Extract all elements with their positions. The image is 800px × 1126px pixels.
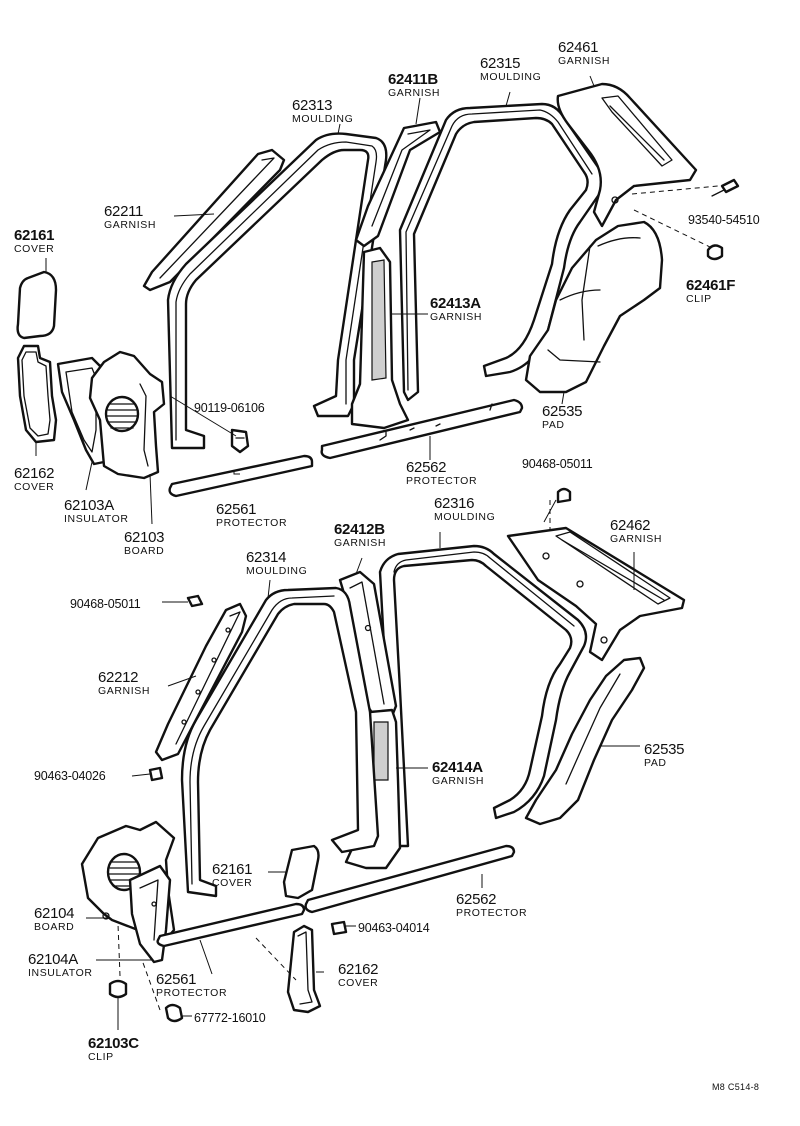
fastener-90463-04014-icon bbox=[330, 920, 348, 936]
label-62103c-number: 62103C bbox=[88, 1035, 139, 1052]
label-93540-54510: 93540-54510 bbox=[688, 213, 760, 227]
pad-62535-part bbox=[524, 220, 664, 394]
label-62413a-number: 62413A bbox=[430, 295, 481, 312]
label-62103a-desc: INSULATOR bbox=[64, 513, 129, 525]
label-62562-lower-desc: PROTECTOR bbox=[456, 907, 527, 919]
label-62161-number: 62161 bbox=[14, 227, 54, 244]
label-62535-lower-desc: PAD bbox=[644, 757, 667, 769]
moulding-62313-part bbox=[166, 132, 388, 450]
label-62562-upper-desc: PROTECTOR bbox=[406, 475, 477, 487]
label-67772-16010: 67772-16010 bbox=[194, 1011, 266, 1025]
label-62413a-desc: GARNISH bbox=[430, 311, 482, 323]
label-62161-lower-number: 62161 bbox=[212, 861, 252, 878]
label-62104-number: 62104 bbox=[34, 905, 74, 922]
board-62103-vent-icon bbox=[104, 395, 140, 433]
label-62461f-number: 62461F bbox=[686, 277, 735, 294]
label-62414a-number: 62414A bbox=[432, 759, 483, 776]
label-62313-number: 62313 bbox=[292, 97, 332, 114]
label-62461-desc: GARNISH bbox=[558, 55, 610, 67]
moulding-62314-part bbox=[180, 586, 380, 898]
garnish-62462-part bbox=[506, 526, 686, 662]
label-62162-number: 62162 bbox=[14, 465, 54, 482]
label-62104a-desc: INSULATOR bbox=[28, 967, 93, 979]
garnish-62211-part bbox=[142, 148, 286, 292]
fastener-90468-lower-icon bbox=[186, 594, 204, 608]
upper-labels: 62161 COVER 62162 COVER 62103A INSULATOR… bbox=[14, 39, 760, 557]
label-62535-upper-desc: PAD bbox=[542, 419, 565, 431]
protector-62561-part bbox=[168, 454, 314, 498]
label-62461f-desc: CLIP bbox=[686, 293, 712, 305]
label-62103c-desc: CLIP bbox=[88, 1051, 114, 1063]
label-62161-lower-desc: COVER bbox=[212, 877, 252, 889]
label-62562-lower-number: 62562 bbox=[456, 891, 496, 908]
label-62535-lower-number: 62535 bbox=[644, 741, 684, 758]
label-62411b-number: 62411B bbox=[388, 71, 438, 88]
label-62462-desc: GARNISH bbox=[610, 533, 662, 545]
label-90468-05011-left: 90468-05011 bbox=[70, 597, 141, 611]
label-62104-desc: BOARD bbox=[34, 921, 74, 933]
label-90119-06106: 90119-06106 bbox=[194, 401, 265, 415]
label-62211-number: 62211 bbox=[104, 203, 143, 220]
protector-62561-lower-part bbox=[156, 902, 306, 948]
clip-62461f-icon bbox=[706, 244, 724, 261]
label-62103-number: 62103 bbox=[124, 529, 164, 546]
label-62212-number: 62212 bbox=[98, 669, 138, 686]
label-62462-number: 62462 bbox=[610, 517, 650, 534]
fastener-90463-04026-icon bbox=[148, 766, 164, 782]
label-62315-number: 62315 bbox=[480, 55, 520, 72]
moulding-62316-part bbox=[378, 544, 588, 848]
label-62561-upper-number: 62561 bbox=[216, 501, 256, 518]
label-62212-desc: GARNISH bbox=[98, 685, 150, 697]
garnish-62212-part bbox=[154, 602, 248, 762]
label-62411b-desc: GARNISH bbox=[388, 87, 440, 99]
cover-62162-lower-part bbox=[286, 924, 322, 1014]
fastener-90468-upper-icon bbox=[556, 487, 572, 504]
screw-90119-icon bbox=[230, 428, 250, 454]
label-62561-upper-desc: PROTECTOR bbox=[216, 517, 287, 529]
label-90468-05011-top: 90468-05011 bbox=[522, 457, 593, 471]
label-62316-number: 62316 bbox=[434, 495, 474, 512]
bolt-93540-icon bbox=[720, 178, 740, 194]
label-62561-lower-number: 62561 bbox=[156, 971, 196, 988]
figure-code: M8 C514-8 bbox=[712, 1082, 759, 1092]
label-62461-number: 62461 bbox=[558, 39, 598, 56]
garnish-62461-part bbox=[556, 82, 698, 228]
clip-62103c-icon bbox=[108, 979, 128, 999]
fastener-67772-icon bbox=[164, 1003, 184, 1023]
label-62561-lower-desc: PROTECTOR bbox=[156, 987, 227, 999]
label-62314-desc: MOULDING bbox=[246, 565, 307, 577]
label-62562-upper-number: 62562 bbox=[406, 459, 446, 476]
lower-assembly bbox=[80, 487, 686, 1030]
label-62211-desc: GARNISH bbox=[104, 219, 156, 231]
label-62161-desc: COVER bbox=[14, 243, 54, 255]
label-62162-lower-number: 62162 bbox=[338, 961, 378, 978]
label-62103-desc: BOARD bbox=[124, 545, 164, 557]
label-90463-04014: 90463-04014 bbox=[358, 921, 430, 935]
cover-62161-part bbox=[16, 270, 58, 340]
upper-assembly bbox=[16, 75, 740, 525]
label-62316-desc: MOULDING bbox=[434, 511, 495, 523]
moulding-62315-part bbox=[398, 102, 604, 402]
label-90463-04026: 90463-04026 bbox=[34, 769, 106, 783]
label-62313-desc: MOULDING bbox=[292, 113, 353, 125]
cover-62161-lower-part bbox=[282, 844, 320, 900]
label-62162-lower-desc: COVER bbox=[338, 977, 378, 989]
label-62412b-number: 62412B bbox=[334, 521, 385, 538]
insulator-62104a-part bbox=[128, 864, 172, 964]
label-62314-number: 62314 bbox=[246, 549, 286, 566]
lower-labels: 90468-05011 62316 MOULDING 62412B GARNIS… bbox=[28, 457, 759, 1092]
label-62162-desc: COVER bbox=[14, 481, 54, 493]
label-62535-upper-number: 62535 bbox=[542, 403, 582, 420]
label-62315-desc: MOULDING bbox=[480, 71, 541, 83]
label-62104a-number: 62104A bbox=[28, 951, 78, 968]
protector-62562-part bbox=[320, 398, 524, 460]
label-62414a-desc: GARNISH bbox=[432, 775, 484, 787]
protector-62562-lower-part bbox=[304, 844, 516, 914]
label-62103a-number: 62103A bbox=[64, 497, 114, 514]
label-62412b-desc: GARNISH bbox=[334, 537, 386, 549]
